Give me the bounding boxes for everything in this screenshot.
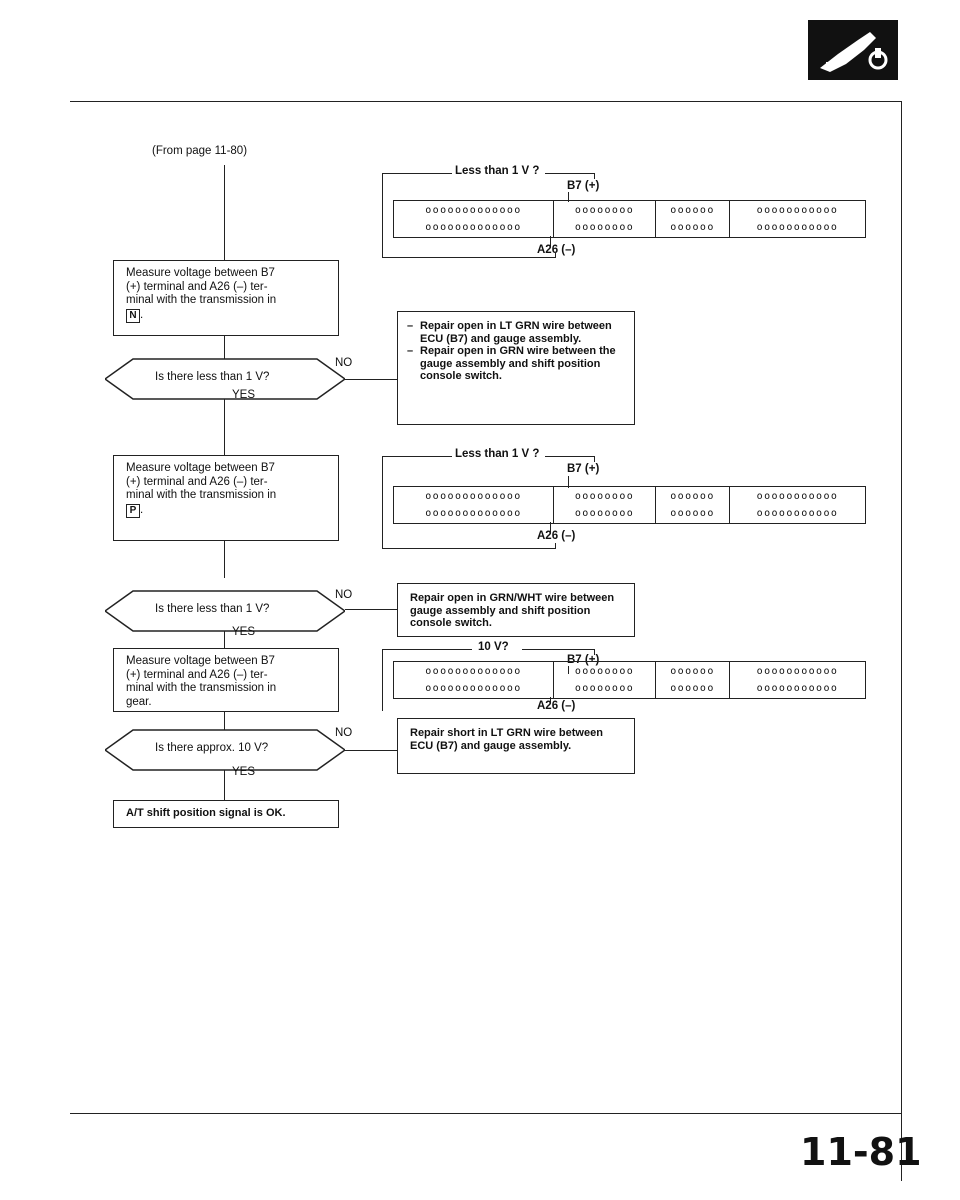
connector-block: ooooooooooooo ooooooooooooo xyxy=(394,487,554,523)
decision-2 xyxy=(105,590,345,632)
step-line: (+) terminal and A26 (–) ter- xyxy=(126,280,268,293)
pin-row: ooooooooooooo xyxy=(425,222,522,233)
connector-block: ooooooooooo ooooooooooo xyxy=(730,487,865,523)
connector-1-condition: Less than 1 V ? xyxy=(455,165,540,177)
action-text: Repair short in LT GRN wire between ECU … xyxy=(410,727,603,752)
decision-3 xyxy=(105,729,345,771)
gear-mode-n: N xyxy=(126,308,140,323)
step-line: minal with the transmission in xyxy=(126,682,277,694)
pin-row: oooooooo xyxy=(574,491,635,502)
pin-row: oooooooo xyxy=(574,205,635,216)
question-1-yes: YES xyxy=(232,389,256,401)
connector-block: oooooooo oooooooo xyxy=(554,662,656,698)
pin-row: ooooooooooooo xyxy=(425,666,522,677)
pin-row: ooooooooooooo xyxy=(425,508,522,519)
connector-block: ooooooooooo ooooooooooo xyxy=(730,201,865,237)
step-line: Measure voltage between B7 xyxy=(126,655,275,667)
pin-row: oooooo xyxy=(670,491,715,502)
action-repair-short-ltgrn: Repair short in LT GRN wire between ECU … xyxy=(397,718,635,774)
pin-row: oooooo xyxy=(670,666,715,677)
connector-2-condition: Less than 1 V ? xyxy=(455,448,540,460)
from-page-note: (From page 11-80) xyxy=(152,145,248,157)
question-3-yes: YES xyxy=(232,766,256,778)
pin-row: ooooooooooooo xyxy=(425,205,522,216)
result-text: A/T shift position signal is OK. xyxy=(126,807,286,819)
step-line: minal with the transmission in xyxy=(126,294,277,306)
pin-row: ooooooooooo xyxy=(756,683,839,694)
connector-1-plus: B7 (+) xyxy=(567,180,600,192)
connector-2-minus: A26 (–) xyxy=(537,530,576,542)
connector-block: ooooooooooo ooooooooooo xyxy=(730,662,865,698)
result-ok: A/T shift position signal is OK. xyxy=(113,800,339,828)
pin-row: oooooooo xyxy=(574,683,635,694)
question-3-text: Is there approx. 10 V? xyxy=(155,742,269,754)
pin-row: oooooo xyxy=(670,683,715,694)
action-repair-open-ltgrn: Repair open in LT GRN wire between ECU (… xyxy=(397,311,635,425)
step-line: (+) terminal and A26 (–) ter- xyxy=(126,475,268,488)
pin-row: oooooooo xyxy=(574,508,635,519)
action-item: Repair open in GRN wire between the gaug… xyxy=(407,345,624,383)
action-item: Repair open in LT GRN wire between ECU (… xyxy=(407,320,624,345)
step-line: Measure voltage between B7 xyxy=(126,462,275,474)
pin-row: ooooooooooo xyxy=(756,666,839,677)
pin-row: ooooooooooooo xyxy=(425,683,522,694)
pin-row: oooooo xyxy=(670,205,715,216)
pin-row: ooooooooooo xyxy=(756,205,839,216)
connector-3-plus: B7 (+) xyxy=(567,654,600,666)
question-2-no: NO xyxy=(335,589,353,601)
pin-row: ooooooooooo xyxy=(756,491,839,502)
action-repair-open-grnwht: Repair open in GRN/WHT wire between gaug… xyxy=(397,583,635,637)
step-measure-neutral: Measure voltage between B7 (+) terminal … xyxy=(113,260,339,336)
pin-row: oooooooo xyxy=(574,666,635,677)
step-line: Measure voltage between B7 xyxy=(126,267,275,279)
action-text: Repair open in GRN/WHT wire between gaug… xyxy=(410,592,615,629)
connector-block: ooooooooooooo ooooooooooooo xyxy=(394,662,554,698)
step-measure-gear: Measure voltage between B7 (+) terminal … xyxy=(113,648,339,712)
step-measure-park: Measure voltage between B7 (+) terminal … xyxy=(113,455,339,541)
connector-block: oooooo oooooo xyxy=(656,662,730,698)
connector-block: ooooooooooooo ooooooooooooo xyxy=(394,201,554,237)
decision-1 xyxy=(105,358,345,400)
question-2-yes: YES xyxy=(232,626,256,638)
question-1-no: NO xyxy=(335,357,353,369)
connector-block: oooooo oooooo xyxy=(656,487,730,523)
pin-row: oooooooo xyxy=(574,222,635,233)
transmission-shift-icon xyxy=(808,20,898,80)
pin-row: ooooooooooo xyxy=(756,222,839,233)
connector-3-condition: 10 V? xyxy=(478,641,509,653)
pin-row: oooooo xyxy=(670,222,715,233)
step-line: minal with the transmission in xyxy=(126,489,277,501)
connector-3-minus: A26 (–) xyxy=(537,700,576,712)
gear-mode-p: P xyxy=(126,503,140,518)
pin-row: ooooooooooo xyxy=(756,508,839,519)
connector-1-minus: A26 (–) xyxy=(537,244,576,256)
connector-block: oooooo oooooo xyxy=(656,201,730,237)
connector-block: oooooooo oooooooo xyxy=(554,487,656,523)
question-1-text: Is there less than 1 V? xyxy=(155,371,270,383)
pin-row: oooooo xyxy=(670,508,715,519)
connector-block: oooooooo oooooooo xyxy=(554,201,656,237)
step-line: (+) terminal and A26 (–) ter- xyxy=(126,668,268,681)
question-3-no: NO xyxy=(335,727,353,739)
page-number: 11-81 xyxy=(800,1130,922,1174)
question-2-text: Is there less than 1 V? xyxy=(155,603,270,615)
pin-row: ooooooooooooo xyxy=(425,491,522,502)
connector-2-plus: B7 (+) xyxy=(567,463,600,475)
step-line: gear. xyxy=(126,695,152,708)
